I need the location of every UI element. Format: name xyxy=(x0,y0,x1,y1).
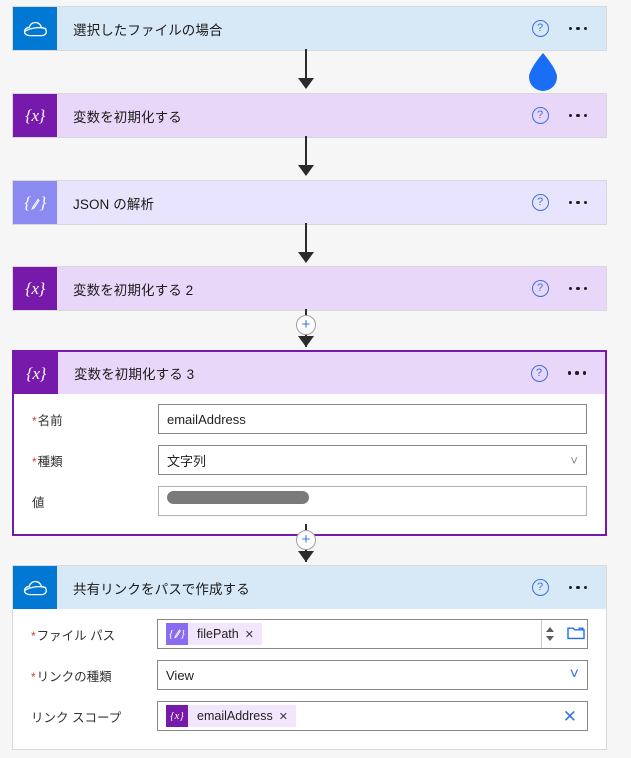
node-header-actions: ? xyxy=(531,194,607,211)
node-header-actions: ? xyxy=(531,20,607,37)
help-icon[interactable]: ? xyxy=(530,364,548,382)
node-header[interactable]: {} JSON の解析 ? xyxy=(13,181,606,224)
node-body: *ファイル パス {} filePath ✕ *リンクの種類 xyxy=(13,609,606,749)
node-header[interactable]: 共有リンクをパスで作成する ? xyxy=(13,566,606,609)
form-row-file-path: *ファイル パス {} filePath ✕ xyxy=(31,619,588,649)
node-header[interactable]: {x} 変数を初期化する 3 ? xyxy=(14,352,605,394)
dynamic-content-token[interactable]: {x} emailAddress ✕ xyxy=(166,705,296,727)
folder-picker-icon[interactable] xyxy=(567,625,585,643)
more-options-icon[interactable] xyxy=(568,286,587,291)
field-label: *ファイル パス xyxy=(31,628,116,643)
form-row-link-type: *リンクの種類 View ˅ xyxy=(31,660,588,690)
node-header-actions: ? xyxy=(530,364,606,382)
connector-arrow xyxy=(298,252,314,263)
flow-node-trigger-selected-file[interactable]: 選択したファイルの場合 ? xyxy=(12,6,607,51)
more-options-icon[interactable] xyxy=(568,585,587,590)
chevron-down-icon: ˅ xyxy=(570,452,578,468)
node-title: 変数を初期化する 2 xyxy=(73,282,194,298)
node-header[interactable]: {x} 変数を初期化する ? xyxy=(13,94,606,137)
field-label: *種類 xyxy=(32,454,63,469)
parse-json-token-icon: {} xyxy=(166,623,188,645)
form-row-value: 値 xyxy=(32,486,587,516)
flow-node-init-variable-2[interactable]: {x} 変数を初期化する 2 ? xyxy=(12,266,607,311)
field-label: *名前 xyxy=(32,413,63,428)
type-dropdown-value: 文字列 xyxy=(167,453,207,469)
link-scope-input[interactable]: {x} emailAddress ✕ ✕ xyxy=(157,701,588,731)
type-dropdown[interactable]: 文字列 ˅ xyxy=(158,445,587,475)
variable-braces-x-icon: {x} xyxy=(13,267,57,310)
more-options-icon[interactable] xyxy=(567,371,586,375)
flow-node-parse-json[interactable]: {} JSON の解析 ? xyxy=(12,180,607,225)
node-title: JSON の解析 xyxy=(73,196,155,212)
connector-line xyxy=(305,49,307,83)
value-input[interactable] xyxy=(158,486,587,516)
variable-token-icon: {x} xyxy=(166,705,188,727)
node-header-actions: ? xyxy=(531,579,607,596)
form-row-name: *名前 emailAddress xyxy=(32,404,587,434)
help-icon[interactable]: ? xyxy=(531,20,549,37)
connector-arrow xyxy=(298,165,314,176)
form-row-type: *種類 文字列 ˅ xyxy=(32,445,587,475)
parse-json-icon: {} xyxy=(13,181,57,224)
required-marker: * xyxy=(31,628,36,643)
node-header[interactable]: 選択したファイルの場合 ? xyxy=(13,7,606,50)
chevron-down-icon: ˅ xyxy=(569,666,579,683)
token-label: filePath xyxy=(197,627,239,641)
clear-field-icon[interactable]: ✕ xyxy=(562,706,577,726)
file-path-input[interactable]: {} filePath ✕ xyxy=(157,619,588,649)
help-icon[interactable]: ? xyxy=(531,107,549,124)
connector-line xyxy=(305,136,307,170)
form-row-link-scope: リンク スコープ {x} emailAddress ✕ ✕ xyxy=(31,701,588,731)
connector-arrow xyxy=(298,78,314,89)
dynamic-content-token[interactable]: {} filePath ✕ xyxy=(166,623,262,645)
more-options-icon[interactable] xyxy=(568,113,587,118)
more-options-icon[interactable] xyxy=(568,200,587,205)
help-icon[interactable]: ? xyxy=(531,194,549,211)
required-marker: * xyxy=(32,413,37,428)
node-header-actions: ? xyxy=(531,107,607,124)
variable-braces-x-icon: {x} xyxy=(13,94,57,137)
ink-drop-cursor xyxy=(529,53,557,91)
field-label: リンク スコープ xyxy=(31,710,122,725)
name-input[interactable]: emailAddress xyxy=(158,404,587,434)
help-icon[interactable]: ? xyxy=(531,280,549,297)
onedrive-icon xyxy=(13,566,57,609)
redaction-bar xyxy=(167,491,309,504)
token-label: emailAddress xyxy=(197,709,273,723)
node-header[interactable]: {x} 変数を初期化する 2 ? xyxy=(13,267,606,310)
insert-step-button[interactable]: + xyxy=(296,315,316,335)
flow-node-create-share-link-by-path[interactable]: 共有リンクをパスで作成する ? *ファイル パス {} filePath ✕ xyxy=(12,565,607,750)
node-header-actions: ? xyxy=(531,280,607,297)
name-input-value: emailAddress xyxy=(167,411,246,427)
flow-node-init-variable-1[interactable]: {x} 変数を初期化する ? xyxy=(12,93,607,138)
more-options-icon[interactable] xyxy=(568,26,587,31)
connector-line xyxy=(305,223,307,257)
onedrive-icon xyxy=(13,7,57,50)
token-remove-icon[interactable]: ✕ xyxy=(244,628,254,641)
flow-node-init-variable-3[interactable]: {x} 変数を初期化する 3 ? *名前 emailAddress *種類 xyxy=(12,350,607,536)
required-marker: * xyxy=(32,454,37,469)
link-type-dropdown[interactable]: View ˅ xyxy=(157,660,588,690)
link-type-value: View xyxy=(166,667,194,683)
token-remove-icon[interactable]: ✕ xyxy=(278,710,288,723)
spinner-stepper[interactable] xyxy=(541,620,557,648)
node-title: 変数を初期化する xyxy=(73,109,182,125)
connector-arrow xyxy=(298,336,314,347)
node-title: 変数を初期化する 3 xyxy=(74,367,195,382)
node-title: 選択したファイルの場合 xyxy=(73,22,223,38)
required-marker: * xyxy=(31,669,36,684)
insert-step-button[interactable]: + xyxy=(296,530,316,550)
connector-arrow xyxy=(298,551,314,562)
variable-braces-x-icon: {x} xyxy=(14,352,58,394)
help-icon[interactable]: ? xyxy=(531,579,549,596)
node-title: 共有リンクをパスで作成する xyxy=(73,581,250,597)
field-label: *リンクの種類 xyxy=(31,669,112,684)
field-label: 値 xyxy=(32,495,45,510)
node-body: *名前 emailAddress *種類 文字列 ˅ 値 xyxy=(14,394,605,534)
